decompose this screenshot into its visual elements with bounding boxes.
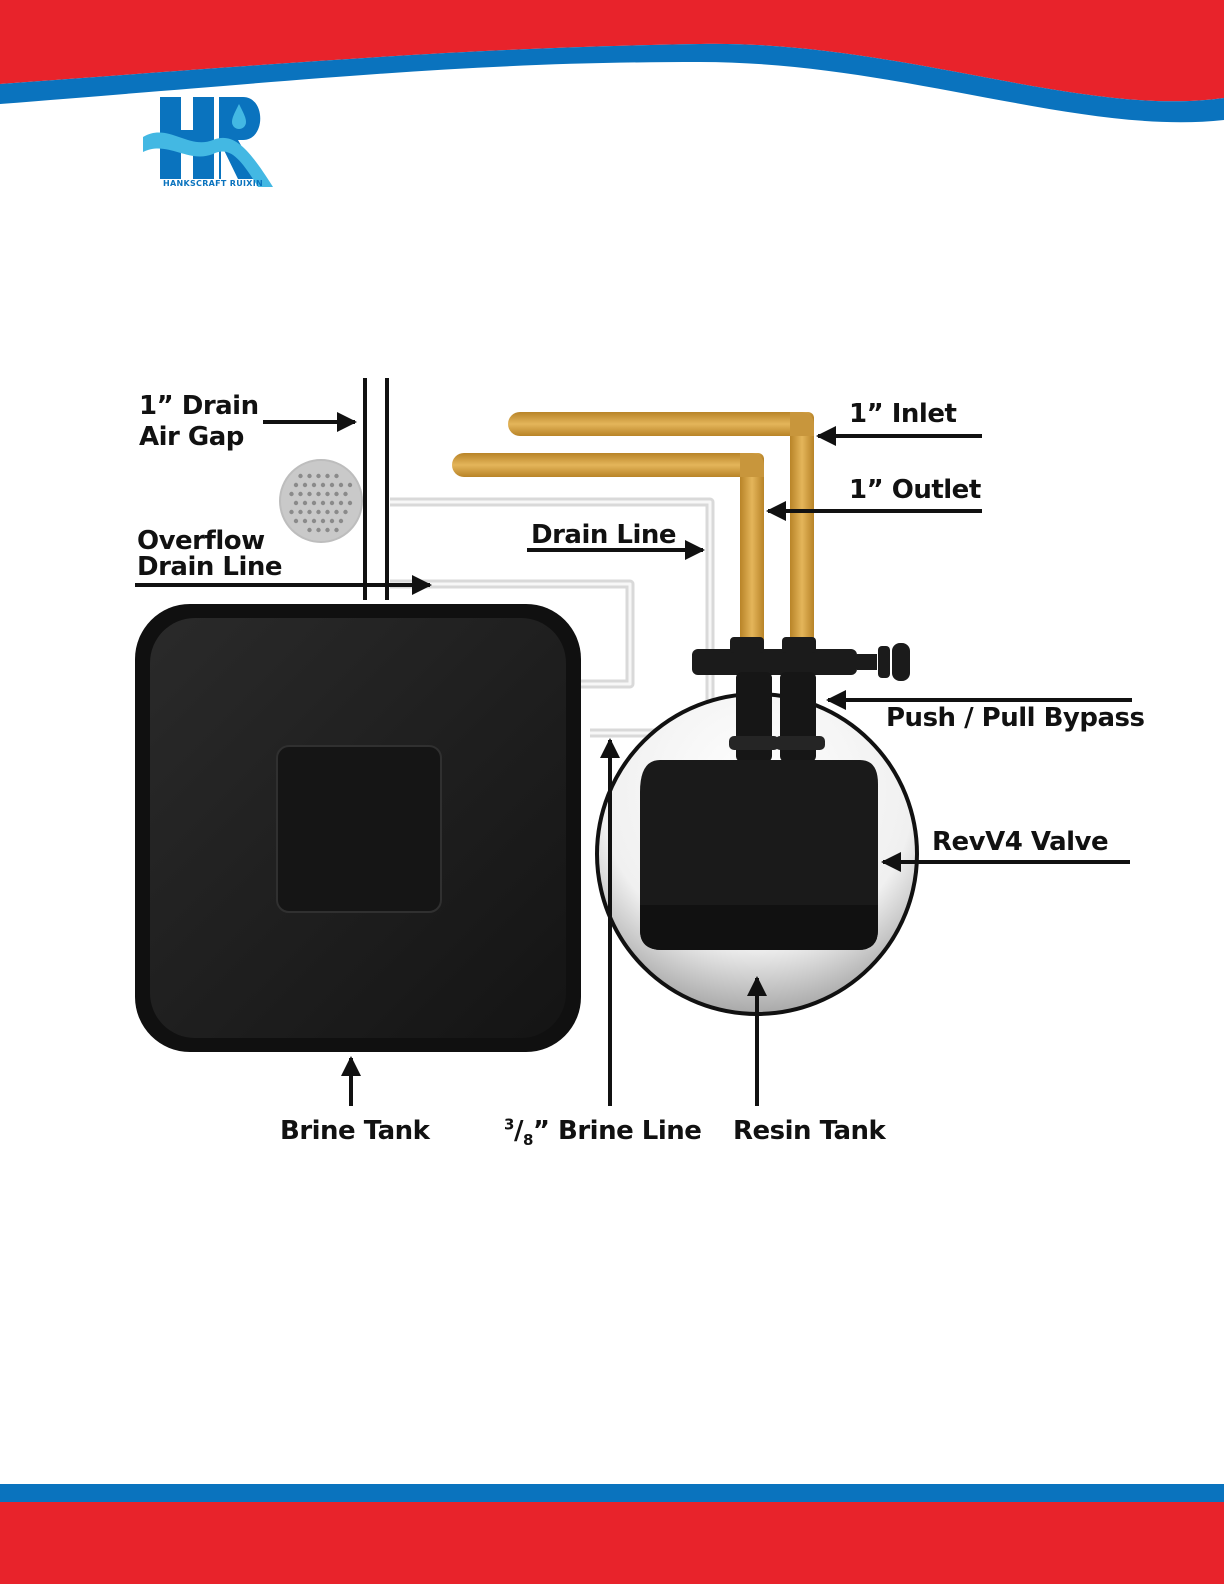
label-drain-line: Drain Line [531, 520, 676, 551]
footer-blue-band [0, 1484, 1224, 1502]
footer-red-band [0, 1502, 1224, 1584]
brine-tank [135, 604, 581, 1052]
label-push-pull-bypass: Push / Pull Bypass [886, 703, 1144, 734]
label-drain-air-gap: 1” Drain Air Gap [139, 391, 259, 453]
label-revv4-valve: RevV4 Valve [932, 827, 1108, 858]
drain-air-gap-disc-icon [280, 460, 362, 542]
revv4-valve [640, 637, 910, 950]
label-inlet: 1” Inlet [849, 399, 956, 430]
label-outlet: 1” Outlet [849, 475, 981, 506]
drain-air-gap-lines [365, 378, 387, 600]
label-overflow-drain-line: Overflow Drain Line [137, 528, 282, 580]
label-resin-tank: Resin Tank [733, 1116, 885, 1147]
label-brine-line: 3/8” Brine Line [504, 1116, 701, 1147]
label-brine-tank: Brine Tank [280, 1116, 429, 1147]
